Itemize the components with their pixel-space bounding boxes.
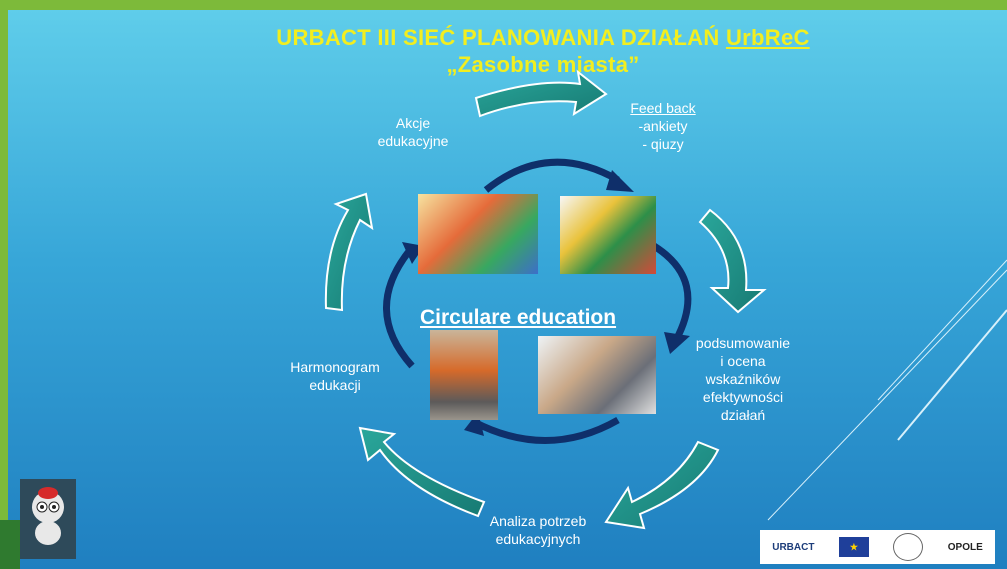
group-of-young-people-photo xyxy=(560,196,656,274)
arrow-left xyxy=(324,192,374,312)
decor-line xyxy=(897,309,1007,441)
step-label-line: wskaźników xyxy=(705,371,781,387)
slide-title: URBACT III SIEĆ PLANOWANIA DZIAŁAŃ UrbRe… xyxy=(8,24,1007,78)
inner-arrow-bottom xyxy=(472,416,620,444)
decor-line xyxy=(767,269,1007,521)
step-label-line: - qiuzy xyxy=(642,136,684,152)
urbact-logo: URBACT xyxy=(772,541,815,553)
step-label-line: Harmonogram xyxy=(290,359,380,375)
step-analiza-potrzeb: Analiza potrzeb edukacyjnych xyxy=(468,512,608,548)
inner-arrow-left xyxy=(383,247,415,369)
arrow-right xyxy=(698,208,767,314)
child-with-toys-photo xyxy=(418,194,538,274)
opole-logo: OPOLE xyxy=(947,541,983,553)
inner-arrow-top xyxy=(483,158,620,193)
step-label-line: podsumowanie xyxy=(695,335,791,351)
eu-flag-icon: ★ xyxy=(838,537,869,557)
step-label-line: działań xyxy=(720,407,766,423)
elderly-couple-walking-photo xyxy=(430,330,498,420)
frame-accent xyxy=(0,520,20,569)
couple-at-laptop-photo xyxy=(538,336,656,414)
arrow-bottom-right xyxy=(604,440,720,530)
step-akcje-edukacyjne: Akcje edukacyjne xyxy=(353,114,473,150)
step-label-line: efektywności xyxy=(702,389,784,405)
step-label-line: -ankiety xyxy=(638,118,688,134)
step-label-line: edukacji xyxy=(309,377,361,393)
mascot-logo xyxy=(20,479,76,559)
title-line2: „Zasobne miasta” xyxy=(446,52,640,77)
step-label-line: i ocena xyxy=(720,353,766,369)
step-label-line: edukacyjnych xyxy=(495,531,581,547)
decor-line xyxy=(877,259,1007,401)
inner-arrow-right-head xyxy=(664,332,690,354)
mascot-figure-icon xyxy=(32,487,64,545)
step-label-line: edukacyjne xyxy=(377,133,449,149)
step-label-line: Analiza potrzeb xyxy=(489,513,587,529)
title-line1: URBACT III SIEĆ PLANOWANIA DZIAŁAŃ xyxy=(276,25,726,50)
cycle-arrows xyxy=(324,69,1007,530)
step-feedback: Feed back -ankiety - qiuzy xyxy=(608,99,718,153)
arrow-top xyxy=(474,69,608,118)
resourceful-cities-logo xyxy=(893,533,924,561)
arrow-bottom-left xyxy=(358,426,486,518)
partner-logos: URBACT ★ OPOLE xyxy=(760,530,995,564)
inner-arrow-top-head xyxy=(606,170,634,192)
step-podsumowanie: podsumowanie i ocena wskaźników efektywn… xyxy=(678,334,808,424)
step-harmonogram: Harmonogram edukacji xyxy=(270,358,400,394)
cycle-center-title: Circulare education xyxy=(420,306,617,329)
title-network-name: UrbReC xyxy=(725,25,810,50)
step-label-line: Feed back xyxy=(630,100,696,116)
step-label-line: Akcje xyxy=(395,115,431,131)
slide: URBACT III SIEĆ PLANOWANIA DZIAŁAŃ UrbRe… xyxy=(8,10,1007,569)
inner-arrow-right xyxy=(652,243,692,342)
